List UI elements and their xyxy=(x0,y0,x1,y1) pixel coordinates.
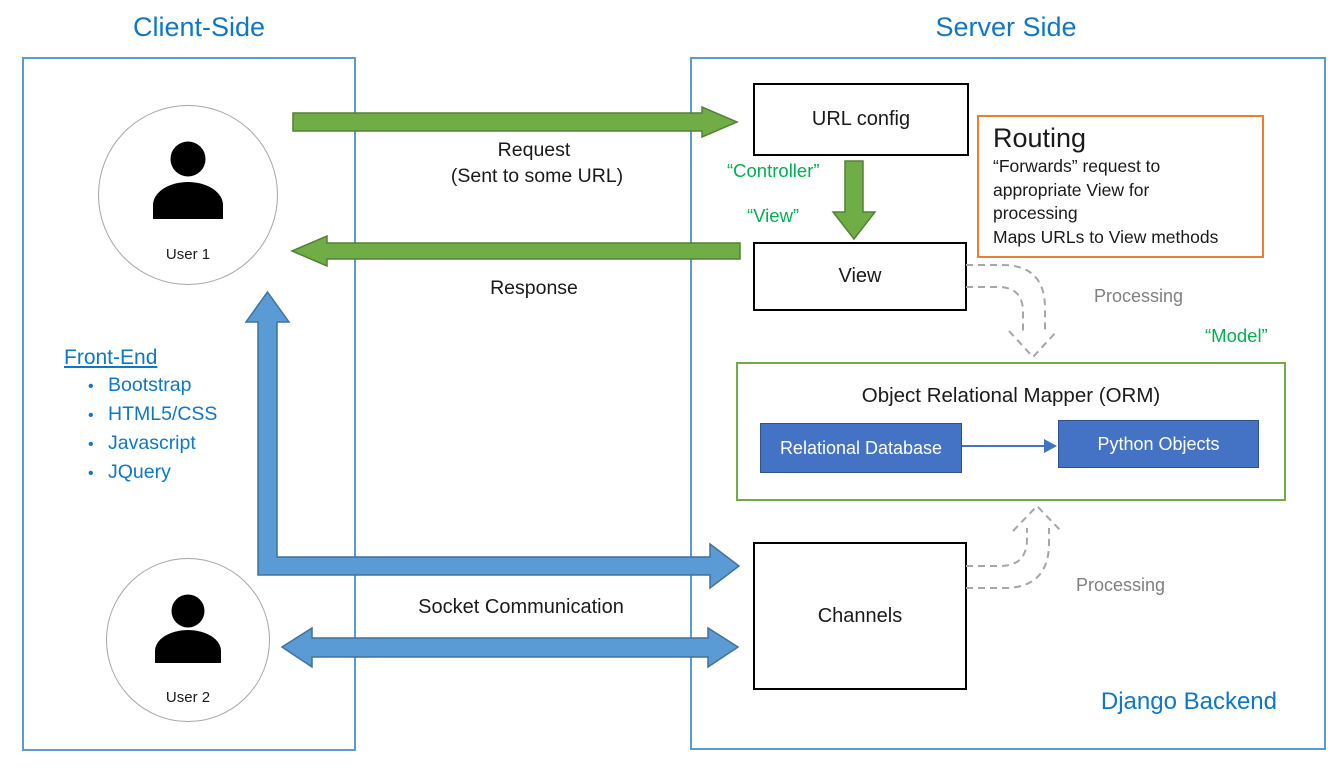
client-side-title: Client-Side xyxy=(132,12,266,42)
person-icon xyxy=(153,141,223,219)
bullet-icon: • xyxy=(88,465,94,482)
python-objects-box: Python Objects xyxy=(1058,420,1259,468)
routing-line: “Forwards” request to xyxy=(993,156,1161,176)
frontend-item-label: HTML5/CSS xyxy=(108,403,218,425)
url-config-box: URL config xyxy=(753,83,969,156)
user2-label: User 2 xyxy=(165,689,211,706)
frontend-item-label: Bootstrap xyxy=(108,374,192,396)
response-arrow xyxy=(290,234,741,268)
django-backend-title: Django Backend xyxy=(1100,688,1277,715)
response-label: Response xyxy=(490,277,578,299)
view-box: View xyxy=(753,242,967,311)
frontend-heading: Front-End xyxy=(64,346,158,369)
request-arrow xyxy=(292,105,739,139)
relational-database-box: Relational Database xyxy=(760,423,962,473)
socket-communication-label: Socket Communication xyxy=(418,596,624,618)
view-quote-label: “View” xyxy=(747,205,800,226)
routing-line: Maps URLs to View methods xyxy=(993,226,1219,247)
processing-bottom-label: Processing xyxy=(1076,575,1166,595)
list-item: • JQuery xyxy=(88,461,217,490)
frontend-item-label: JQuery xyxy=(108,461,171,483)
model-label: “Model” xyxy=(1205,325,1268,346)
list-item: • Javascript xyxy=(88,432,217,461)
person-icon xyxy=(155,594,221,663)
request-sub-label: (Sent to some URL) xyxy=(450,165,624,187)
bullet-icon: • xyxy=(88,407,94,424)
bullet-icon: • xyxy=(88,378,94,395)
frontend-item-label: Javascript xyxy=(108,432,196,454)
channels-box: Channels xyxy=(753,542,967,690)
list-item: • Bootstrap xyxy=(88,374,217,403)
routing-note-box: Routing “Forwards” request to appropriat… xyxy=(977,115,1264,258)
user1-avatar: User 1 xyxy=(98,105,278,285)
controller-label: “Controller” xyxy=(727,160,820,181)
bullet-icon: • xyxy=(88,436,94,453)
request-label: Request xyxy=(497,139,571,161)
orm-title: Object Relational Mapper (ORM) xyxy=(861,384,1161,407)
user1-label: User 1 xyxy=(165,246,211,263)
frontend-list: • Bootstrap • HTML5/CSS • Javascript • JQuer… xyxy=(88,374,217,490)
routing-line: processing xyxy=(993,203,1078,223)
server-side-title: Server Side xyxy=(935,12,1077,42)
processing-top-label: Processing xyxy=(1094,286,1184,306)
list-item: • HTML5/CSS xyxy=(88,403,217,432)
user2-avatar: User 2 xyxy=(106,558,270,722)
routing-line: appropriate View for xyxy=(993,179,1150,200)
routing-title: Routing xyxy=(993,123,1087,153)
